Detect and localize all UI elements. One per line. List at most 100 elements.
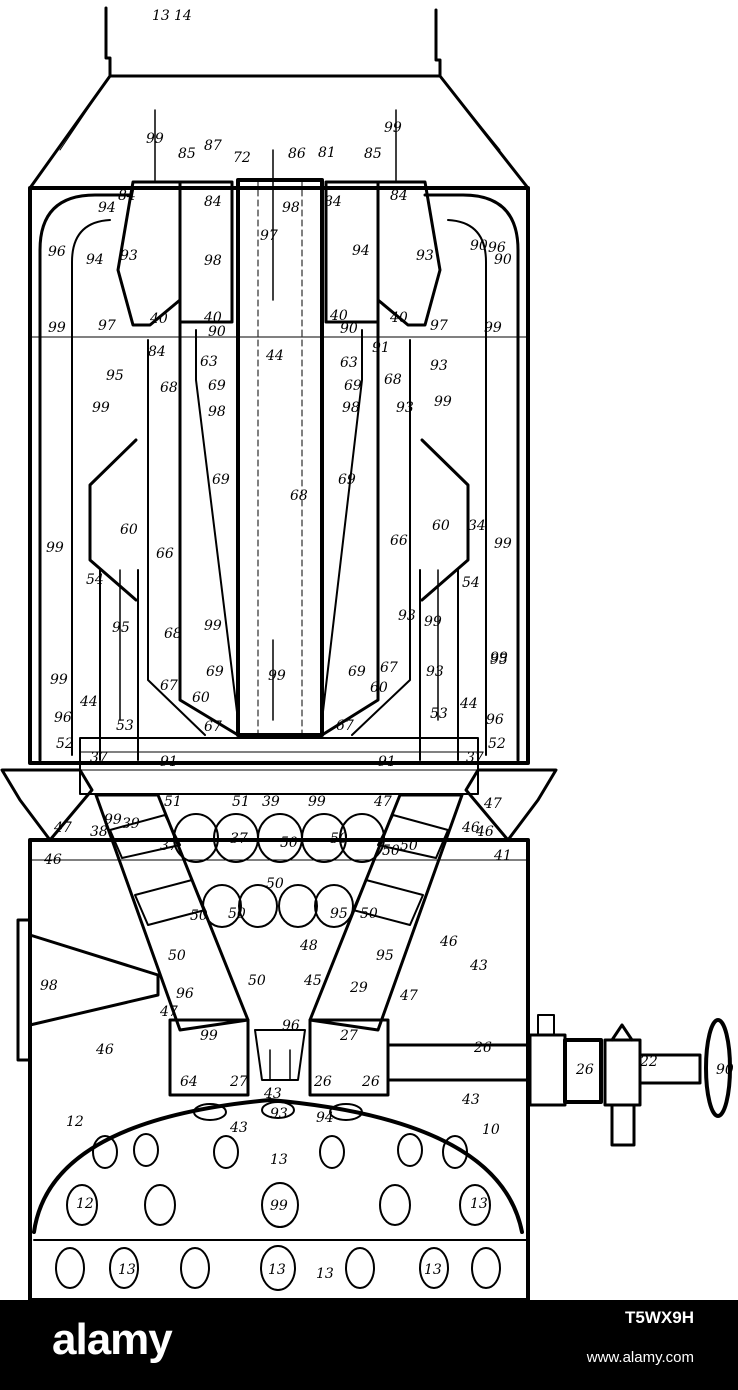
reference-numeral: 94 <box>352 243 370 259</box>
reference-numeral: 84 <box>118 188 136 204</box>
reference-numeral: 98 <box>208 404 226 420</box>
reference-numeral: 40 <box>389 310 408 326</box>
reference-numeral: 13 <box>152 8 170 24</box>
reference-numeral: 54 <box>462 575 480 591</box>
reference-numeral: 27 <box>229 1074 248 1090</box>
reference-numeral: 95 <box>490 652 508 668</box>
reference-numeral: 12 <box>76 1196 94 1212</box>
reference-numeral: 69 <box>338 472 356 488</box>
reference-numeral: 52 <box>56 736 74 752</box>
reference-numeral: 63 <box>200 354 218 370</box>
reference-numeral: 47 <box>53 820 72 836</box>
reference-numeral: 47 <box>373 794 392 810</box>
reference-numeral: 45 <box>303 973 322 989</box>
reference-numeral: 96 <box>282 1018 300 1034</box>
reference-numeral: 96 <box>486 712 504 728</box>
reference-numeral: 84 <box>324 194 342 210</box>
valve-body <box>528 1033 567 1107</box>
reference-numeral: 99 <box>48 320 66 336</box>
reference-numeral: 99 <box>50 672 68 688</box>
reference-numeral: 99 <box>268 668 286 684</box>
reference-numeral: 69 <box>344 378 362 394</box>
reference-numeral: 13 <box>268 1262 286 1278</box>
reference-numeral: 97 <box>260 228 278 244</box>
reference-numeral: 94 <box>86 252 104 268</box>
reference-numeral: 50 <box>248 973 266 989</box>
reference-numeral: 53 <box>430 706 448 722</box>
reference-numeral: 67 <box>380 660 398 676</box>
reference-numeral: 43 <box>229 1120 248 1136</box>
reference-numeral: 54 <box>86 572 104 588</box>
reference-numeral: 46 <box>475 824 494 840</box>
reference-numeral: 60 <box>370 680 388 696</box>
reference-numeral: 41 <box>493 848 512 864</box>
reference-numeral: 26 <box>313 1074 332 1090</box>
top-outlet-right <box>434 8 442 78</box>
lower-body <box>28 838 530 1300</box>
reference-numeral: 93 <box>430 358 448 374</box>
reference-numeral: 47 <box>399 988 418 1004</box>
reference-numeral: 40 <box>149 311 168 327</box>
reference-numeral: 53 <box>116 718 134 734</box>
reference-numeral: 26 <box>361 1074 380 1090</box>
reference-numeral: 69 <box>212 472 230 488</box>
reference-numeral: 98 <box>282 200 300 216</box>
reference-numeral: 97 <box>98 318 116 334</box>
reference-numeral: 13 <box>470 1196 488 1212</box>
reference-numeral: 52 <box>488 736 506 752</box>
reference-numeral: 99 <box>270 1198 288 1214</box>
reference-numeral: 50 <box>228 906 246 922</box>
reference-numeral: 99 <box>146 131 164 147</box>
reference-numeral: 10 <box>482 1122 500 1138</box>
reference-numeral: 99 <box>204 618 222 634</box>
reference-numeral: 50 <box>190 908 208 924</box>
reference-numeral: 14 <box>174 8 192 24</box>
reference-numeral: 13 <box>316 1266 334 1282</box>
reference-numeral: 91 <box>160 754 178 770</box>
reference-numeral: 85 <box>364 146 382 162</box>
reference-numeral: 84 <box>390 188 408 204</box>
reference-numeral: 99 <box>494 536 512 552</box>
reference-numeral: 43 <box>469 958 488 974</box>
reference-numeral: 86 <box>288 146 306 162</box>
reference-numeral: 81 <box>318 145 336 161</box>
reference-numeral: 27 <box>339 1028 358 1044</box>
reference-numeral: 95 <box>330 906 348 922</box>
reference-numeral: 68 <box>160 380 178 396</box>
reference-numeral: 69 <box>208 378 226 394</box>
reference-numeral: 84 <box>204 194 222 210</box>
reference-numeral: 68 <box>384 372 402 388</box>
reference-numeral: 99 <box>92 400 110 416</box>
reference-numeral: 34 <box>468 518 486 534</box>
reference-numeral: 90 <box>470 238 488 254</box>
reference-numeral: 90 <box>208 324 226 340</box>
reference-numeral: 99 <box>104 812 122 828</box>
reference-numeral: 50 <box>168 948 186 964</box>
reference-numeral: 67 <box>336 718 354 734</box>
reference-numeral: 44 <box>459 696 478 712</box>
reference-numeral: 95 <box>112 620 130 636</box>
reference-numeral: 99 <box>424 614 442 630</box>
reference-numeral: 40 <box>203 310 222 326</box>
reference-numeral: 99 <box>484 320 502 336</box>
reference-numeral: 37 <box>90 750 108 766</box>
reference-numeral: 26 <box>575 1062 594 1078</box>
reference-numeral: 96 <box>48 244 66 260</box>
reference-numeral: 90 <box>494 252 512 268</box>
reference-numeral: 50 <box>280 835 298 851</box>
reference-numeral: 37 <box>466 750 484 766</box>
reference-numeral: 46 <box>43 852 62 868</box>
reference-numeral: 13 <box>118 1262 136 1278</box>
burner-cross-section: 9985877286818599848484849498979894939396… <box>0 6 734 1300</box>
reference-numeral: 72 <box>233 150 251 166</box>
reference-numeral: 85 <box>178 146 196 162</box>
reference-numeral: 64 <box>180 1074 198 1090</box>
outer-casing <box>28 186 530 765</box>
reference-numeral: 91 <box>372 340 390 356</box>
reference-numeral: 99 <box>308 794 326 810</box>
alamy-logo: alamy <box>52 1315 173 1364</box>
reference-numeral: 13 <box>270 1152 288 1168</box>
reference-numeral: 60 <box>432 518 450 534</box>
reference-numeral: 37 <box>230 831 248 847</box>
